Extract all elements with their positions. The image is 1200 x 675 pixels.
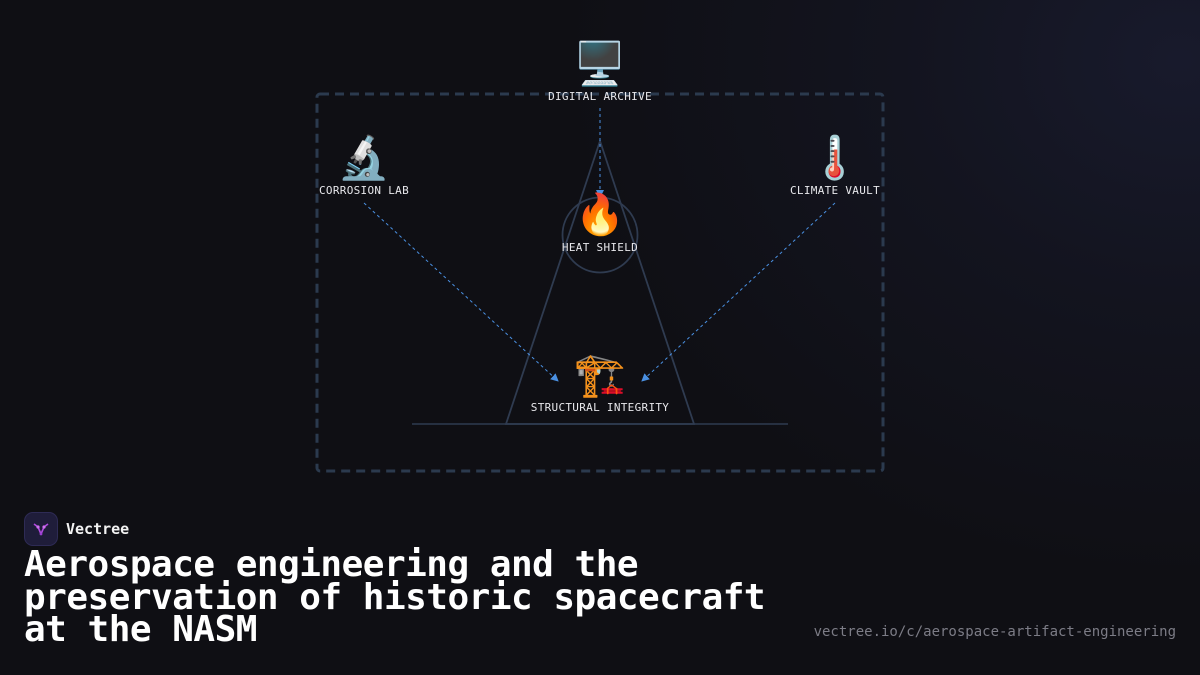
node-label-heat-shield: HEAT SHIELD <box>562 241 638 254</box>
node-climate-vault: 🌡️ CLIMATE VAULT <box>790 133 880 197</box>
construction-crane-icon: 🏗️ <box>574 350 626 399</box>
connector-climate-to-structural <box>641 202 836 382</box>
brand: Vectree <box>24 512 129 546</box>
desktop-computer-icon: 🖥️ <box>574 39 626 88</box>
node-label-digital-archive: DIGITAL ARCHIVE <box>548 90 652 103</box>
node-corrosion-lab: 🔬 CORROSION LAB <box>319 132 409 197</box>
brand-name: Vectree <box>66 520 130 538</box>
vectree-logo-icon <box>24 512 58 546</box>
node-label-corrosion-lab: CORROSION LAB <box>319 184 409 197</box>
node-digital-archive: 🖥️ DIGITAL ARCHIVE <box>548 39 652 103</box>
connector-corrosion-to-structural <box>363 202 559 382</box>
source-url[interactable]: vectree.io/c/aerospace-artifact-engineer… <box>813 624 1176 640</box>
page-title: Aerospace engineering and the preservati… <box>24 544 766 650</box>
cone-shape <box>504 138 696 425</box>
diagram-frame <box>315 92 885 473</box>
node-label-structural-integrity: STRUCTURAL INTEGRITY <box>531 401 670 414</box>
fire-icon: 🔥 <box>575 191 625 238</box>
concept-diagram: 🖥️ DIGITAL ARCHIVE 🔬 CORROSION LAB 🌡️ CL… <box>315 39 885 473</box>
node-label-climate-vault: CLIMATE VAULT <box>790 184 880 197</box>
node-heat-shield: 🔥 HEAT SHIELD <box>562 191 638 254</box>
microscope-icon: 🔬 <box>338 132 390 182</box>
node-structural-integrity: 🏗️ STRUCTURAL INTEGRITY <box>531 350 670 414</box>
thermometer-icon: 🌡️ <box>809 133 861 182</box>
